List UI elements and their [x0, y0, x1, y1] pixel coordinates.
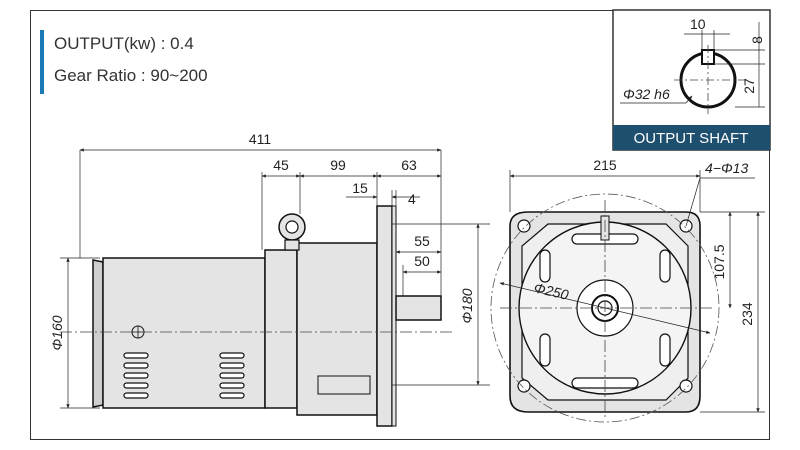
vent-slots-left — [123, 352, 149, 399]
inset-title: OUTPUT SHAFT — [634, 130, 749, 147]
dim-63-label: 63 — [401, 157, 417, 173]
pcd-dim — [499, 282, 711, 334]
motor-dia-label: Φ160 — [49, 315, 65, 350]
gearbox-body — [296, 242, 378, 416]
dim-15-label: 15 — [352, 180, 368, 196]
spec-accent-bar — [40, 30, 44, 94]
dim-99-label: 99 — [330, 157, 346, 173]
side-view: 411 45 99 63 15 4 55 50 Φ180 Φ160 — [49, 131, 490, 427]
motor-end-cap — [92, 259, 104, 408]
drawing-frame — [30, 10, 770, 440]
pcd-circle — [490, 193, 720, 423]
dim-50-label: 50 — [414, 253, 430, 269]
dim-45-label: 45 — [273, 157, 289, 173]
front-height-label: 234 — [739, 302, 755, 326]
output-shaft-inset: OUTPUT SHAFT 10 8 27 Φ32 h6 — [612, 9, 771, 151]
inset-title-bar — [613, 125, 770, 150]
pcd-label: Φ250 — [532, 279, 570, 303]
output-spec: OUTPUT(kw) : 0.4 — [54, 34, 194, 53]
flange-dia-label: Φ180 — [459, 288, 475, 323]
gear-ratio-spec: Gear Ratio : 90~200 — [54, 66, 208, 85]
holes-label: 4−Φ13 — [705, 160, 748, 176]
mounting-holes — [517, 219, 693, 393]
dim-55-label: 55 — [414, 233, 430, 249]
shaft-dia-label: Φ32 h6 — [623, 86, 670, 102]
motor-flange-step — [264, 249, 298, 409]
key-width-label: 10 — [690, 16, 706, 32]
output-flange — [376, 205, 393, 427]
shaft-height-label: 27 — [741, 78, 757, 94]
front-view: Φ250 215 4−Φ13 107.5 234 — [490, 157, 765, 423]
nameplate — [317, 375, 371, 395]
overall-length-label: 411 — [249, 131, 272, 147]
front-width-label: 215 — [593, 157, 617, 173]
center-height-label: 107.5 — [711, 244, 727, 279]
key-height-label: 8 — [749, 36, 765, 44]
dim-4-label: 4 — [408, 191, 416, 207]
output-shaft — [395, 295, 442, 321]
vent-slots-right — [219, 352, 245, 399]
